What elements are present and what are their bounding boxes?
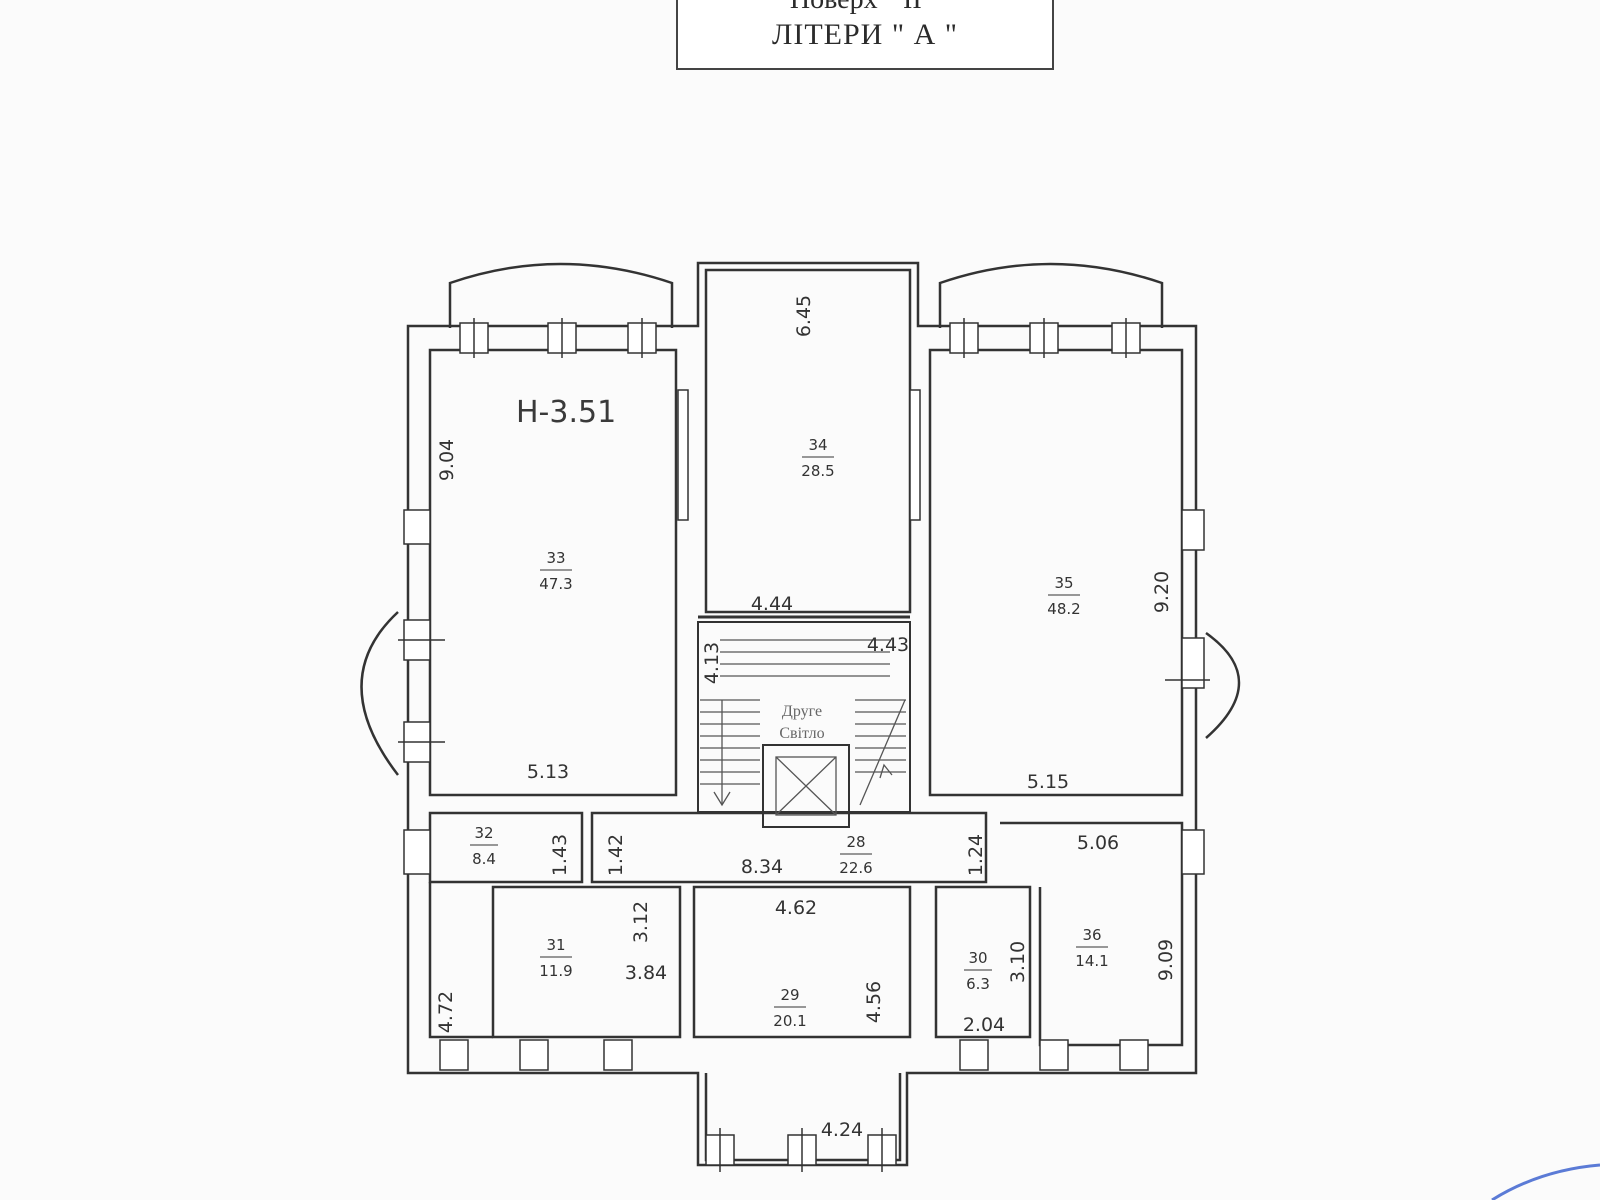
room-29: 29 20.1 — [773, 986, 806, 1030]
dim-5.06: 5.06 — [1077, 832, 1119, 854]
room-32: 328.4 — [470, 824, 498, 868]
dim-8.34: 8.34 — [741, 856, 783, 878]
room-31: 31 11.9 — [539, 936, 572, 980]
dim-4.24: 4.24 — [821, 1119, 863, 1141]
room-29-number: 29 — [780, 986, 799, 1004]
room-32-area: 8.4 — [472, 850, 496, 868]
room-33: 33 47.3 — [539, 549, 572, 593]
dim-1.42: 1.42 — [605, 834, 627, 876]
room-36-number: 36 — [1082, 926, 1101, 944]
dim-9.04: 9.04 — [436, 439, 458, 481]
dim-4.72: 4.72 — [435, 991, 457, 1033]
room-28-wall — [590, 811, 988, 884]
room-32-number: 32 — [474, 824, 493, 842]
dim-4.43: 4.43 — [867, 634, 909, 656]
dim-3.10: 3.10 — [1007, 941, 1029, 983]
title-block: Поверх " ІІ " ЛІТЕРИ " А " — [676, 0, 1054, 70]
dim-4.56: 4.56 — [863, 981, 885, 1023]
height-label: H-3.51 — [516, 395, 616, 430]
room-30-area: 6.3 — [966, 975, 990, 993]
room-34-number: 34 — [808, 436, 827, 454]
dim-4.13: 4.13 — [701, 642, 723, 684]
room-29-wall — [692, 885, 912, 1039]
letter-title: ЛІТЕРИ " А " — [772, 18, 958, 51]
windows — [398, 318, 1210, 1172]
room-33-area: 47.3 — [539, 575, 572, 593]
dim-9.09: 9.09 — [1155, 939, 1177, 981]
room-34-wall — [704, 268, 912, 614]
stair-note-line1: Друге — [782, 703, 822, 720]
room-33-number: 33 — [546, 549, 565, 567]
outer-wall — [406, 261, 1198, 1167]
dim-9.20: 9.20 — [1151, 571, 1173, 613]
room-36-wall — [1000, 821, 1184, 1047]
room-31-area: 11.9 — [539, 962, 572, 980]
bay-window-west — [360, 611, 399, 776]
dim-2.04: 2.04 — [963, 1014, 1005, 1036]
bay-window-right — [938, 262, 1164, 328]
room-36: 36 14.1 — [1075, 926, 1108, 970]
bay-window-left — [448, 262, 674, 328]
stamp — [1491, 1163, 1600, 1200]
room-34: 34 28.5 — [801, 436, 834, 480]
room-35-wall — [928, 348, 1184, 797]
dimension-labels: 6.45 9.04 9.20 4.44 4.43 4.13 5.13 5.15 … — [435, 295, 1177, 1141]
room-28-number: 28 — [846, 833, 865, 851]
corridor-wall — [428, 882, 493, 1039]
floor-title: Поверх " ІІ " — [678, 0, 1052, 16]
staircase — [697, 615, 911, 828]
room-36-area: 14.1 — [1075, 952, 1108, 970]
room-34-area: 28.5 — [801, 462, 834, 480]
dim-3.84: 3.84 — [625, 962, 667, 984]
room-30-number: 30 — [968, 949, 987, 967]
dim-5.13: 5.13 — [527, 761, 569, 783]
dim-4.44: 4.44 — [751, 593, 793, 615]
room-35-area: 48.2 — [1047, 600, 1080, 618]
bay-window-east — [1205, 631, 1241, 739]
room-30-wall — [934, 885, 1032, 1039]
dim-4.62: 4.62 — [775, 897, 817, 919]
stair-note-line2: Світло — [779, 725, 824, 742]
room-30: 306.3 — [964, 949, 992, 993]
room-35: 35 48.2 — [1047, 574, 1080, 618]
dim-3.12: 3.12 — [630, 901, 652, 943]
room-29-area: 20.1 — [773, 1012, 806, 1030]
room-31-number: 31 — [546, 936, 565, 954]
dim-1.24: 1.24 — [965, 834, 987, 876]
room-28-area: 22.6 — [839, 859, 872, 877]
room-35-number: 35 — [1054, 574, 1073, 592]
dim-5.15: 5.15 — [1027, 771, 1069, 793]
room-31-wall — [491, 885, 682, 1039]
dim-1.43: 1.43 — [549, 834, 571, 876]
dim-6.45: 6.45 — [793, 295, 815, 337]
room-28: 28 22.6 — [839, 833, 872, 877]
